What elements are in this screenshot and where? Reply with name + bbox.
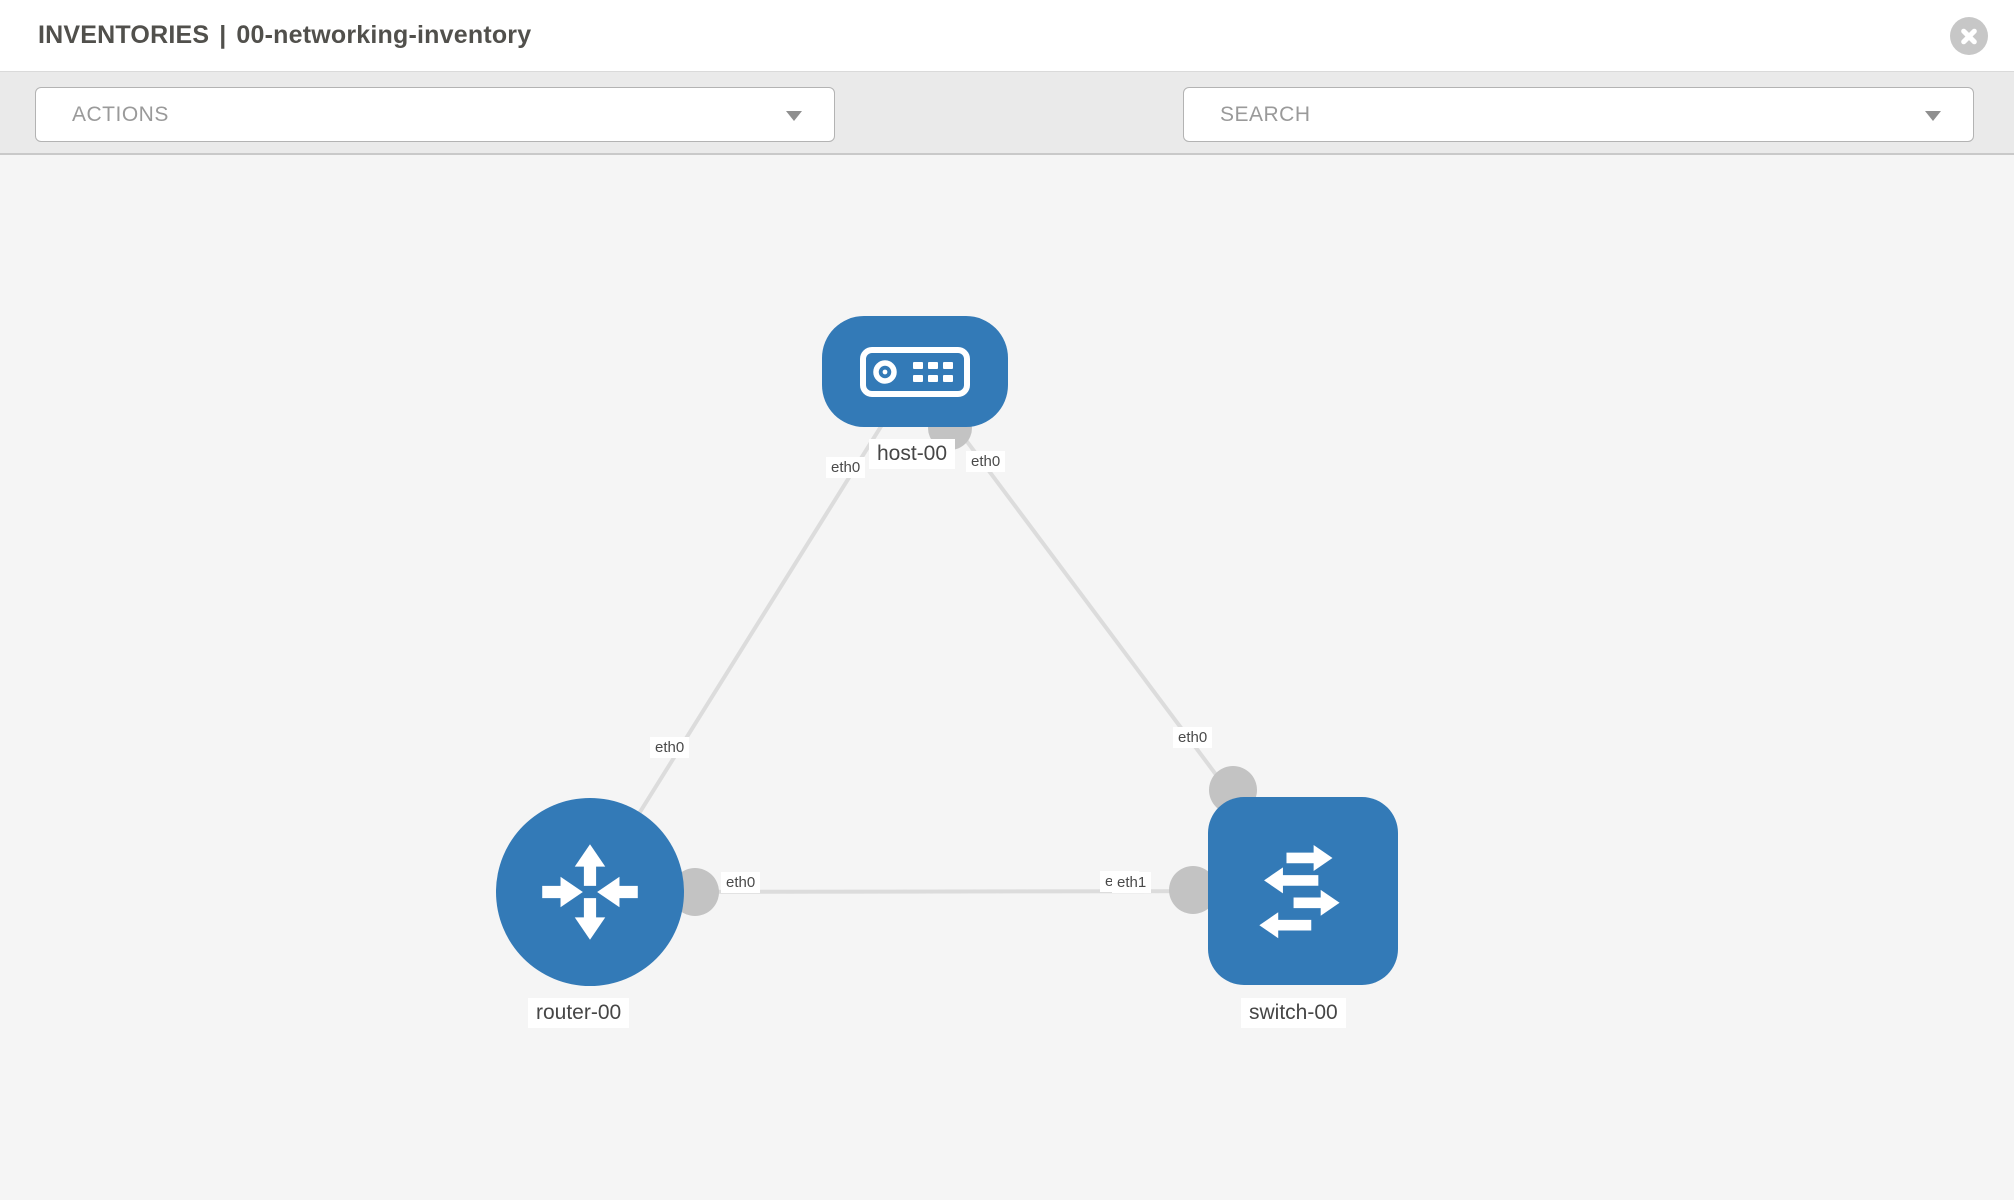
chevron-down-icon xyxy=(786,111,802,121)
interface-label-router-eth0-to-switch: eth0 xyxy=(721,872,761,893)
inventory-name: 00-networking-inventory xyxy=(236,21,532,49)
interface-label-switch-eth0-to-host: eth0 xyxy=(1173,727,1213,748)
node-label-host: host-00 xyxy=(869,439,956,469)
switch-icon xyxy=(1259,844,1340,939)
search-dropdown[interactable]: SEARCH xyxy=(1183,87,1974,142)
interface-label-switch-eth1-to-router: eth1 xyxy=(1112,872,1152,893)
link-endpoint-dot xyxy=(1169,866,1217,914)
actions-dropdown-label: ACTIONS xyxy=(72,103,169,126)
node-label-router: router-00 xyxy=(528,998,630,1028)
chevron-down-icon xyxy=(1925,111,1941,121)
router-icon xyxy=(542,844,638,940)
toolbar: ACTIONS SEARCH xyxy=(0,71,2014,211)
node-router-00[interactable] xyxy=(496,798,684,986)
node-switch-00[interactable] xyxy=(1208,797,1398,985)
search-placeholder: SEARCH xyxy=(1220,103,1311,126)
interface-label-router-eth0-to-host: eth0 xyxy=(650,737,690,758)
links-layer xyxy=(588,370,1305,916)
close-button[interactable] xyxy=(1950,17,1988,55)
host-icon xyxy=(860,346,970,397)
window-header: INVENTORIES | 00-networking-inventory xyxy=(0,0,2014,71)
node-label-switch: switch-00 xyxy=(1241,998,1346,1028)
actions-dropdown[interactable]: ACTIONS xyxy=(35,87,835,142)
page-title: INVENTORIES | 00-networking-inventory xyxy=(38,0,531,71)
topology-canvas[interactable]: host-00 router-00 switch-00 eth0 eth0 et… xyxy=(0,155,2014,1200)
interface-label-host-eth0-to-switch: eth0 xyxy=(966,451,1006,472)
interface-label-host-eth0-to-router: eth0 xyxy=(826,457,866,478)
node-host-00[interactable] xyxy=(822,316,1008,427)
breadcrumb: INVENTORIES xyxy=(38,21,210,49)
title-separator: | xyxy=(219,21,227,49)
